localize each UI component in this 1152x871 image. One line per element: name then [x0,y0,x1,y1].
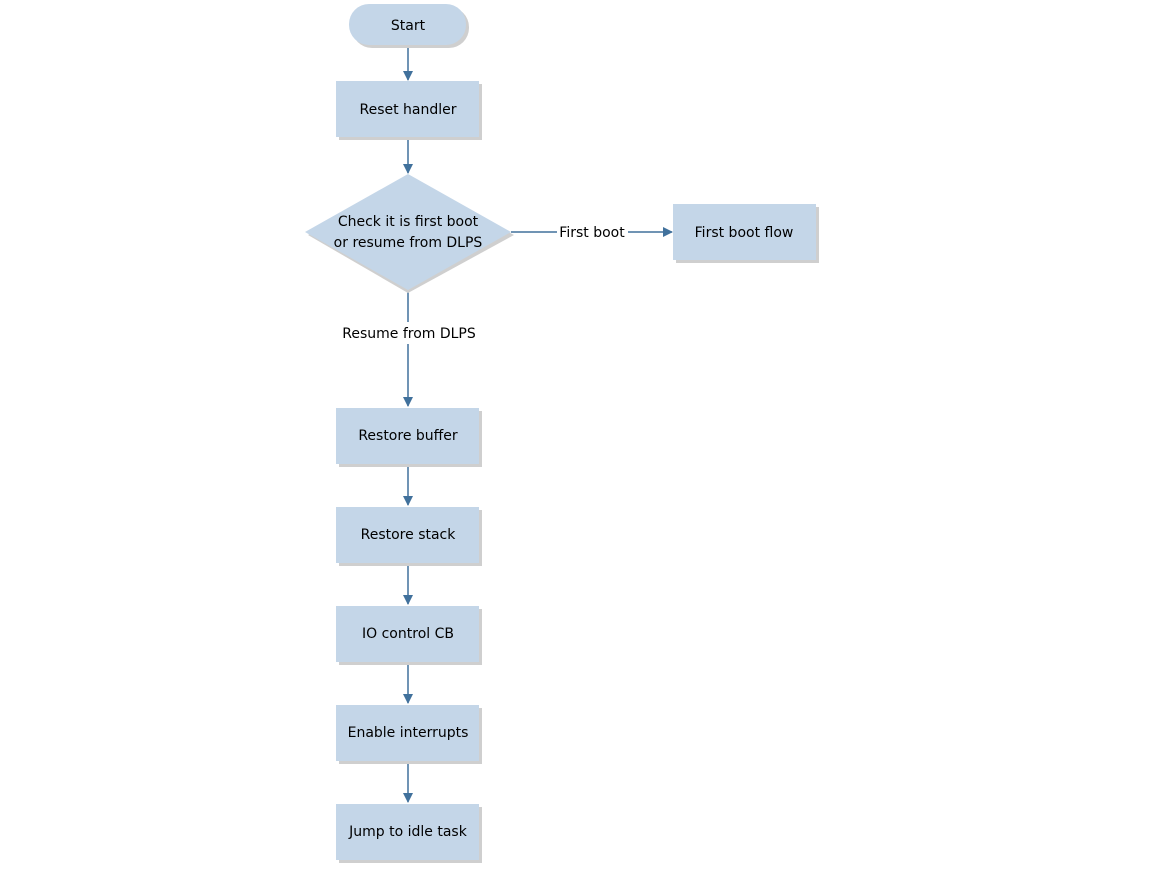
restore-buffer-node: Restore buffer [336,408,482,467]
check-boot-label-line2: or resume from DLPS [334,235,483,251]
start-node: Start [349,4,469,48]
first-boot-flow-label: First boot flow [695,225,794,241]
restore-buffer-label: Restore buffer [358,428,458,444]
edge-label-resume: Resume from DLPS [338,322,480,344]
reset-handler-label: Reset handler [359,102,456,118]
restore-stack-node: Restore stack [336,507,482,566]
check-boot-decision: Check it is first boot or resume from DL… [305,174,514,293]
jump-to-idle-task-label: Jump to idle task [348,824,468,840]
restore-stack-label: Restore stack [361,527,457,543]
first-boot-flow-node: First boot flow [673,204,819,263]
enable-interrupts-node: Enable interrupts [336,705,482,764]
edge-label-resume-text: Resume from DLPS [342,326,476,342]
jump-to-idle-task-node: Jump to idle task [336,804,482,863]
edge-label-first-boot: First boot [557,222,628,242]
enable-interrupts-label: Enable interrupts [348,725,469,741]
reset-handler-node: Reset handler [336,81,482,140]
check-boot-label-line1: Check it is first boot [338,214,479,230]
io-control-cb-node: IO control CB [336,606,482,665]
edge-label-first-boot-text: First boot [559,225,625,241]
start-label: Start [391,18,426,34]
io-control-cb-label: IO control CB [362,626,454,642]
